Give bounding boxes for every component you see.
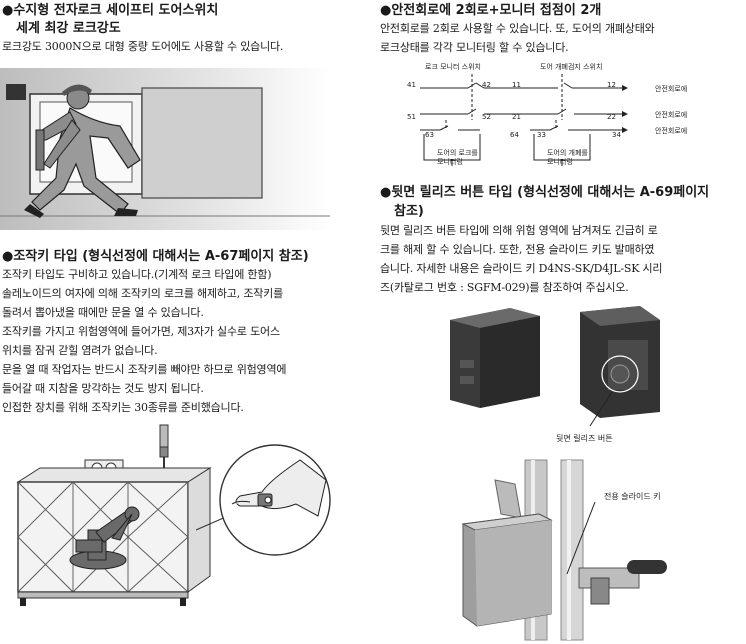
terminal-22: 22 <box>607 113 616 121</box>
terminal-52: 52 <box>482 113 491 121</box>
bracket-lock-monitor-label-1: 도어의 로크를 <box>437 149 478 157</box>
release-line-2: 크를 해제 할 수 있습니다. 또한, 전용 슬라이드 키도 발매하였 <box>380 243 655 256</box>
section-title-release-button-cont: 참조) <box>394 204 424 219</box>
terminal-42: 42 <box>482 81 491 89</box>
circuit-diagram <box>420 74 628 166</box>
release-line-4: 즈(카탈로그 번호 : SGFM-029)를 참조하여 주십시오. <box>380 281 629 294</box>
diagram-label-door-switch: 도어 개폐검지 스위치 <box>540 63 603 71</box>
terminal-34: 34 <box>612 131 621 139</box>
key-type-line-5: 위치를 잠궈 갇힐 염려가 없습니다. <box>2 344 158 357</box>
key-type-line-6: 문을 열 때 작업자는 반드시 조작키를 빼야만 하므로 위험영역에 <box>2 363 287 376</box>
robot-cell-illustration <box>16 424 331 606</box>
caption-release-button: 뒷면 릴리즈 버튼 <box>556 434 613 443</box>
terminal-21: 21 <box>512 113 521 121</box>
release-line-1: 뒷면 릴리즈 버튼 타입에 의해 위험 영역에 남겨져도 긴급히 로 <box>380 224 658 237</box>
terminal-41: 41 <box>407 81 416 89</box>
key-type-line-2: 솔레노이드의 여자에 의해 조작키의 로크를 해제하고, 조작키를 <box>2 287 283 300</box>
bracket-lock-monitor-label-2: 모니터링 <box>437 158 463 166</box>
safety-circuit-line-1: 안전회로를 2회로 사용할 수 있습니다. 또, 도어의 개폐상태와 <box>380 22 655 35</box>
section-title-release-button: ●뒷면 릴리즈 버튼 타입 (형식선정에 대해서는 A-69페이지 <box>380 185 710 200</box>
key-type-line-8: 인접한 장치를 위해 조작키는 30종류를 준비했습니다. <box>2 401 244 414</box>
release-line-3: 습니다. 자세한 내용은 슬라이드 키 D4NS-SK/D4JL-SK 시리 <box>380 262 663 275</box>
key-type-line-3: 돌려서 뽑아냈을 때에만 문을 열 수 있습니다. <box>2 306 204 319</box>
key-type-line-4: 조작키를 가지고 위험영역에 들어가면, 제3자가 실수로 도어스 <box>2 325 280 338</box>
section-title-safety-circuit: ●안전회로에 2회로+모니터 접점이 2개 <box>380 3 602 18</box>
section-title-key-type: ●조작키 타입 (형식선정에 대해서는 A-67페이지 참조) <box>2 249 309 264</box>
bracket-door-monitor-label-2: 모니터링 <box>547 158 573 166</box>
output-label-3: 안전회로에 <box>655 127 688 135</box>
worker-door-illustration <box>0 68 330 230</box>
section-subtitle-lock-strength: 세계 최강 로크강도 <box>16 21 121 36</box>
section-body-lock-strength: 로크강도 3000N으로 대형 중량 도어에도 사용할 수 있습니다. <box>2 40 284 53</box>
terminal-64: 64 <box>510 131 519 139</box>
caption-slide-key: 전용 슬라이드 키 <box>604 492 661 501</box>
terminal-12: 12 <box>607 81 616 89</box>
key-type-line-1: 조작키 타입도 구비하고 있습니다.(기계적 로크 타입에 한함) <box>2 268 272 281</box>
slide-key-photo <box>461 459 667 641</box>
safety-circuit-line-2: 로크상태를 각각 모니터링 할 수 있습니다. <box>380 41 569 54</box>
switch-device-photos <box>450 306 660 427</box>
output-label-1: 안전회로에 <box>655 85 688 93</box>
key-type-line-7: 들어갈 때 지참을 망각하는 것도 방지 됩니다. <box>2 382 204 395</box>
terminal-51: 51 <box>407 113 416 121</box>
terminal-11: 11 <box>512 81 521 89</box>
bracket-door-monitor-label-1: 도어의 개폐를 <box>547 149 588 157</box>
diagram-label-lock-monitor: 로크 모니터 스위치 <box>425 63 481 71</box>
section-title-resin-lock: ●수지형 전자로크 세이프티 도어스위치 <box>2 3 219 18</box>
terminal-63: 63 <box>425 131 434 139</box>
output-label-2: 안전회로에 <box>655 111 688 119</box>
terminal-33: 33 <box>537 131 546 139</box>
